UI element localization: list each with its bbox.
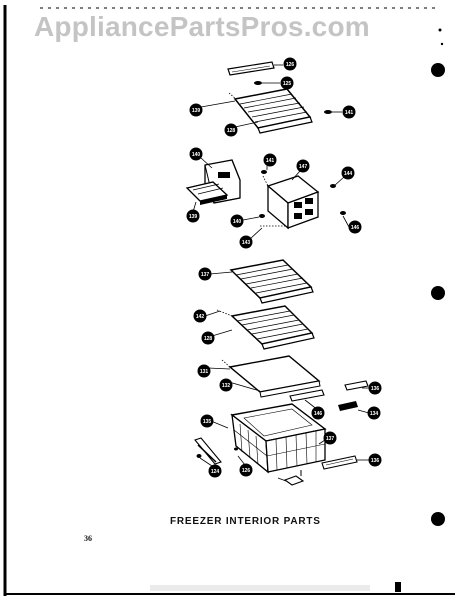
small-screw — [196, 447, 238, 458]
callout-bubble — [239, 463, 253, 477]
callout-bubble — [368, 453, 382, 467]
callout-number: 134 — [370, 411, 379, 417]
wire-shelf-middle-1 — [229, 259, 314, 304]
callout-number: 136 — [371, 458, 380, 464]
shelf-trim — [289, 389, 325, 402]
punch-hole-top — [431, 63, 445, 77]
callout-bubble — [201, 331, 215, 345]
callout-bubble — [311, 406, 325, 420]
callout-number: 143 — [242, 240, 251, 246]
callout-bubble — [198, 267, 212, 281]
callout-number: 139 — [189, 214, 198, 220]
callout-bubble — [239, 235, 253, 249]
wire-shelf-top — [228, 88, 313, 134]
basket-trim-right — [321, 455, 358, 470]
callout-number: 140 — [233, 219, 242, 225]
handle-piece — [283, 470, 305, 486]
ice-maker-module — [262, 175, 320, 230]
callout-number: 146 — [314, 411, 323, 417]
punch-hole-middle — [431, 286, 445, 300]
callout-bubble — [342, 105, 356, 119]
callout-number: 132 — [222, 383, 231, 389]
freezer-basket — [230, 403, 327, 474]
callout-number: 146 — [351, 225, 360, 231]
callout-number: 126 — [286, 62, 295, 68]
callout-number: 144 — [344, 171, 353, 177]
callout-number: 124 — [211, 469, 220, 475]
shelf-rail — [227, 61, 275, 76]
callout-bubble — [368, 381, 382, 395]
leader-lines — [192, 64, 370, 482]
callout-bubble — [200, 414, 214, 428]
callout-number: 140 — [192, 152, 201, 158]
callout-bubble — [263, 153, 277, 167]
shelf-clip-right — [324, 110, 332, 114]
callout-group: 126 125 139 128 141 140 141 147 144 139 140 143 146 1… — [186, 57, 382, 478]
callout-bubble — [189, 147, 203, 161]
punch-hole-bottom — [431, 512, 445, 526]
callout-bubble — [323, 431, 337, 445]
callout-number: 142 — [196, 314, 205, 320]
callout-number: 126 — [242, 468, 251, 474]
callout-number: 128 — [227, 128, 236, 134]
basket-rail-left — [194, 437, 222, 465]
callout-bubble — [341, 166, 355, 180]
callout-bubble — [186, 209, 200, 223]
callout-bubble — [193, 309, 207, 323]
callout-number: 141 — [345, 110, 354, 116]
callout-number: 137 — [201, 272, 210, 278]
callout-bubble — [197, 364, 211, 378]
callout-bubble — [348, 220, 362, 234]
callout-number: 131 — [200, 369, 209, 375]
callout-bubble — [208, 464, 222, 478]
callout-number: 139 — [192, 108, 201, 114]
callout-bubble — [296, 159, 310, 173]
callout-number: 125 — [283, 81, 292, 87]
callout-bubble — [283, 57, 297, 71]
callout-number: 141 — [266, 158, 275, 164]
scan-noise — [150, 582, 401, 592]
callout-bubble — [189, 103, 203, 117]
callout-number: 128 — [204, 336, 213, 342]
callout-number: 136 — [371, 386, 380, 392]
watermark-logo: AppliancePartsPros.com — [34, 11, 370, 42]
diagram-caption: FREEZER INTERIOR PARTS — [170, 516, 321, 527]
page-number: 36 — [84, 534, 92, 543]
trim-piece-right — [344, 380, 369, 391]
callout-number: 137 — [326, 436, 335, 442]
callout-bubble — [280, 76, 294, 90]
clip-small — [254, 81, 262, 85]
callout-bubble — [230, 214, 244, 228]
callout-bubble — [219, 378, 233, 392]
glass-shelf — [221, 355, 321, 398]
basket-slide — [338, 401, 358, 411]
ice-tray-rack — [185, 181, 229, 205]
speck — [440, 42, 444, 46]
wire-shelf-middle-2 — [216, 305, 315, 350]
callout-number: 135 — [203, 419, 212, 425]
speck — [438, 28, 442, 32]
callout-bubble — [224, 123, 238, 137]
callout-number: 147 — [299, 164, 308, 170]
callout-bubble — [367, 406, 381, 420]
small-fasteners — [259, 170, 346, 227]
